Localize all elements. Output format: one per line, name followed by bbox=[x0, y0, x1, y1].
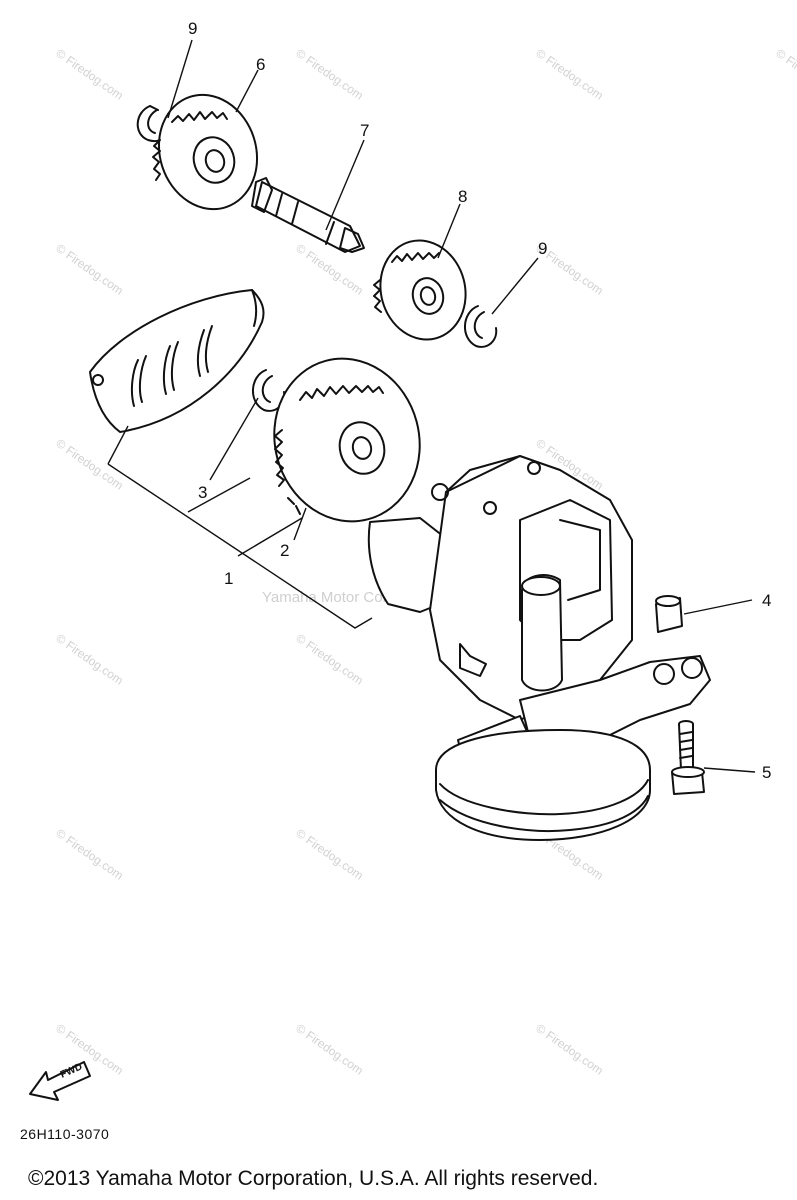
part-code: 26H110-3070 bbox=[20, 1126, 110, 1142]
callout-1: 1 bbox=[224, 569, 233, 588]
oil-pump-body bbox=[367, 455, 711, 841]
shaft-part-7 bbox=[251, 177, 365, 253]
callout-3: 3 bbox=[198, 483, 207, 502]
watermark: © Firedog.com bbox=[533, 1021, 606, 1078]
leader-lines bbox=[107, 39, 756, 773]
watermark: © Firedog.com bbox=[293, 241, 366, 298]
bolt-part-5 bbox=[671, 720, 705, 795]
callout-2: 2 bbox=[280, 541, 289, 560]
callout-7: 7 bbox=[360, 121, 369, 140]
callout-4: 4 bbox=[762, 591, 771, 610]
watermark: © Firedog.com bbox=[53, 631, 126, 688]
gear-part-6 bbox=[152, 93, 259, 211]
watermark: © Firedog.com bbox=[53, 826, 126, 883]
callout-labels: 9 6 7 8 9 3 2 1 4 5 bbox=[188, 19, 771, 782]
callout-5: 5 bbox=[762, 763, 771, 782]
gear-part-8 bbox=[373, 239, 467, 341]
pump-cover-plate bbox=[89, 289, 265, 433]
fwd-arrow-icon: FWD bbox=[29, 1061, 91, 1101]
circlip-part-9-right bbox=[464, 305, 498, 348]
watermark: © Firedog.com bbox=[293, 1021, 366, 1078]
watermark: © Firedog.com bbox=[293, 46, 366, 103]
copyright-notice: ©2013 Yamaha Motor Corporation, U.S.A. A… bbox=[28, 1167, 599, 1190]
gear-part-2 bbox=[273, 357, 421, 523]
watermark: © Firedog.com bbox=[53, 241, 126, 298]
watermark: © Firedog.com bbox=[533, 46, 606, 103]
watermark: © Firedog.com bbox=[293, 826, 366, 883]
watermark: © Firedog.com bbox=[53, 436, 126, 493]
callout-8: 8 bbox=[458, 187, 467, 206]
callout-9-right: 9 bbox=[538, 239, 547, 258]
watermark: © Firedog.com bbox=[293, 631, 366, 688]
callout-6: 6 bbox=[256, 55, 265, 74]
watermark: © Firedog.com bbox=[53, 46, 126, 103]
callout-9-top: 9 bbox=[188, 19, 197, 38]
dowel-pin-part-4 bbox=[655, 595, 683, 633]
watermark: © Firedog.com bbox=[773, 46, 797, 103]
